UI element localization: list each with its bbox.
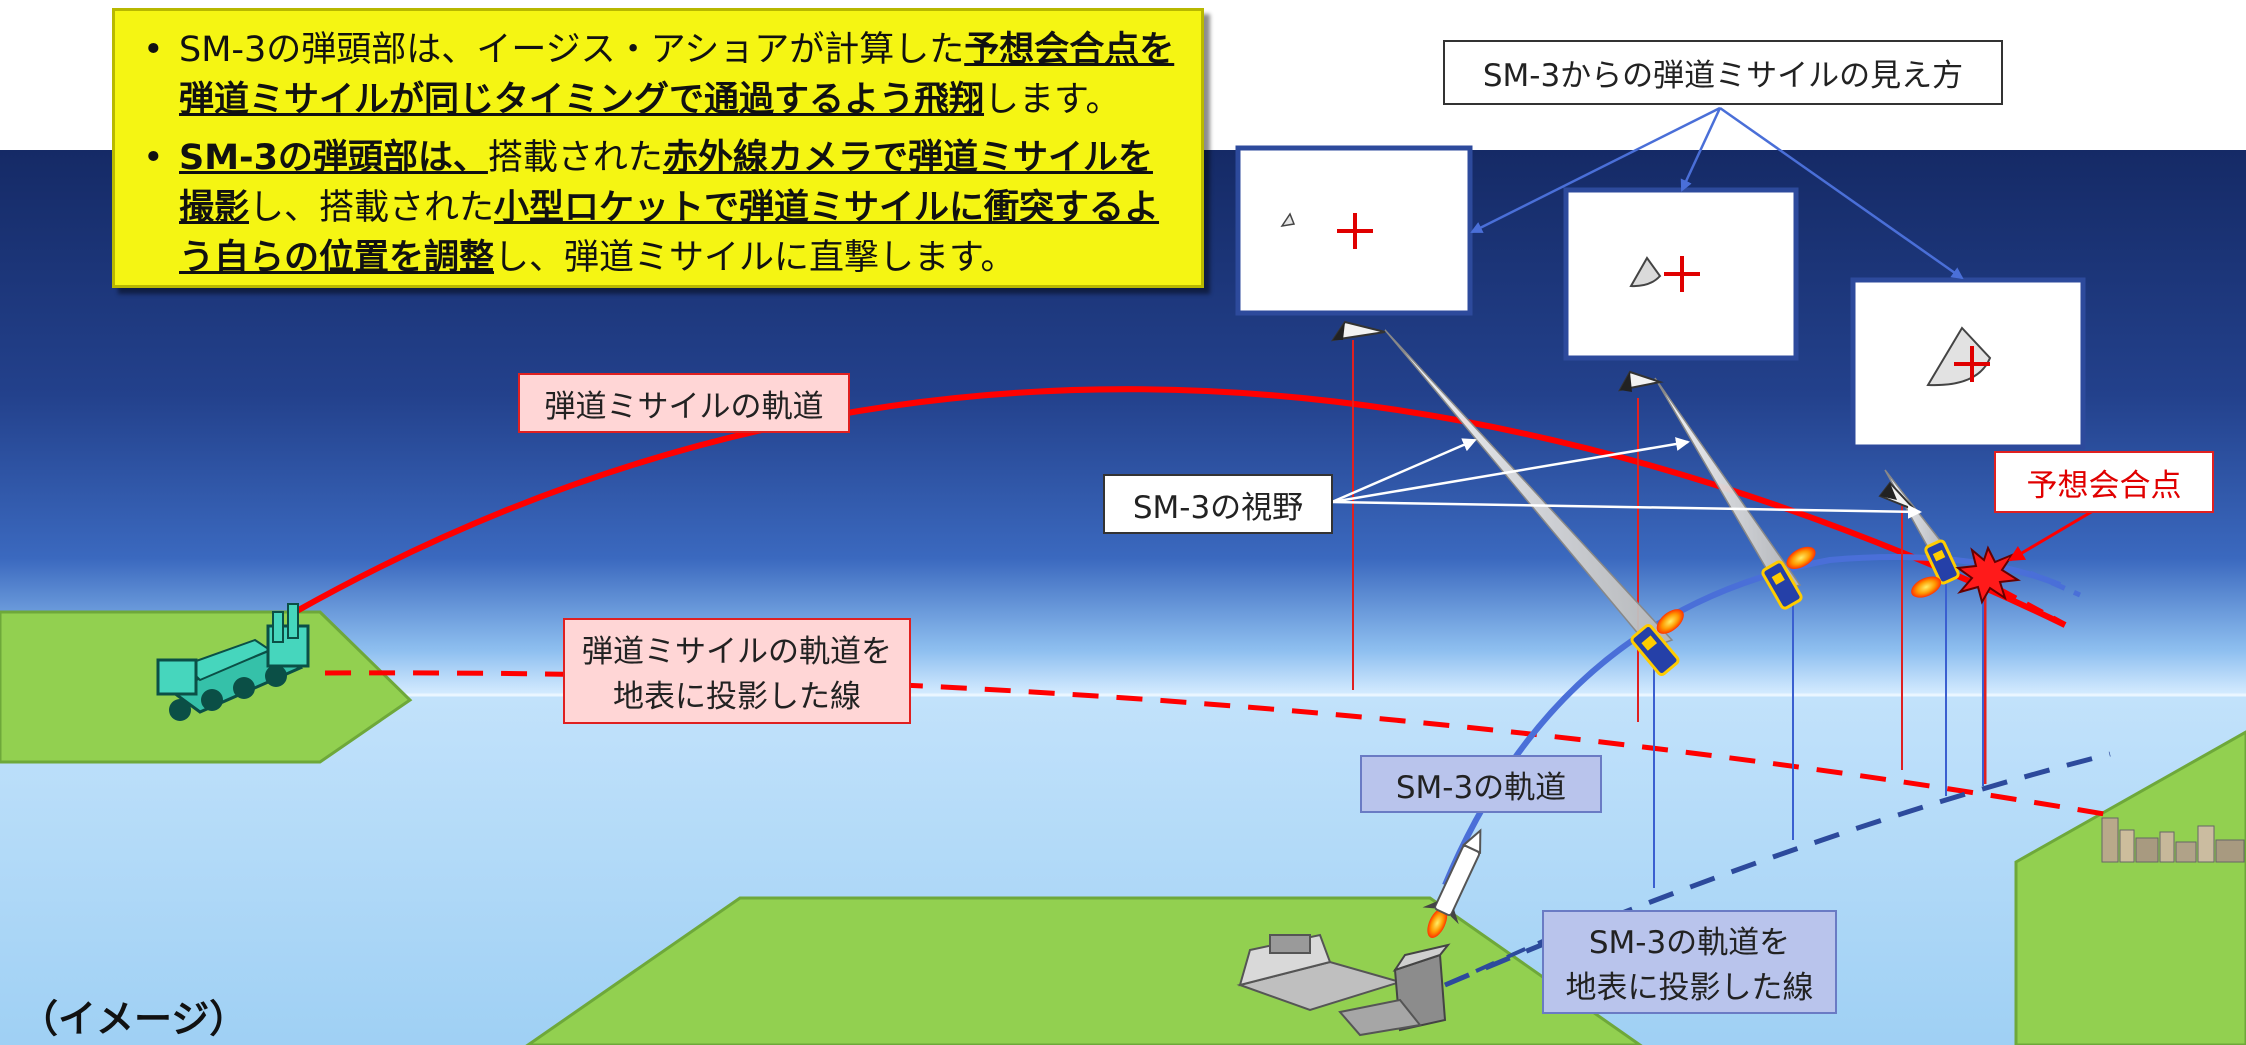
city-skyline-icon — [2101, 817, 2245, 863]
callout-segment: します。 — [984, 80, 1121, 120]
callout-bullet-2: • SM-3の弾頭部は、搭載された赤外線カメラで弾道ミサイルを撮影し、搭載された小… — [137, 133, 1179, 283]
image-note: （イメージ） — [20, 997, 248, 1041]
missile-projection-line-2: 地表に投影した線 — [613, 679, 861, 715]
missile-projection-label: 弾道ミサイルの軌道を 地表に投影した線 — [563, 618, 911, 724]
view-title-label: SM-3からの弾道ミサイルの見え方 — [1443, 40, 2003, 105]
crosshair-icon — [1337, 213, 1373, 249]
ballistic-missile-warhead-icon — [1618, 370, 1664, 392]
sm3-projection-label: SM-3の軌道を 地表に投影した線 — [1542, 910, 1837, 1014]
sm3-fov-label: SM-3の視野 — [1103, 474, 1333, 534]
missile-trajectory — [293, 386, 2067, 628]
sm3-interceptor-icon — [1630, 609, 1684, 676]
sm3-projection-connector — [1444, 938, 1546, 987]
fov-label-arrows — [1331, 437, 1922, 519]
callout-segment: し、搭載された — [249, 188, 495, 228]
aegis-ashore-facility-icon — [1236, 933, 1451, 1037]
callout-segment: SM-3の弾頭部は、 — [179, 138, 488, 178]
callout-bullet-1-text: SM-3の弾頭部は、イージス・アショアが計算した予想会合点を弾道ミサイルが同じタ… — [179, 30, 1174, 120]
city-land — [2014, 730, 2246, 1045]
callout-segment: 小型ロケットで弾道ミサイルに衝突するよう自らの位置を調整 — [179, 188, 1160, 278]
sm3-trajectory-extension — [2028, 570, 2082, 598]
bullet-dot: • — [143, 30, 164, 70]
crosshair-icon — [1954, 346, 1990, 382]
bullet-dot: • — [143, 138, 164, 178]
sm3-projection-line-2: 地表に投影した線 — [1565, 970, 1814, 1006]
sm3-trajectory-label: SM-3の軌道 — [1360, 755, 1602, 813]
sm3-interceptor-icon — [1911, 539, 1960, 598]
callout-segment: 搭載された — [487, 138, 663, 178]
crosshair-icon — [1664, 256, 1700, 292]
explosion-icon — [1955, 545, 2021, 605]
sm3-interceptor-icon — [1761, 546, 1816, 610]
missile-projection-line-1: 弾道ミサイルの軌道を — [582, 634, 892, 670]
intercept-point-label: 予想会合点 — [1994, 451, 2214, 513]
sm3-projection-line-1: SM-3の軌道を — [1588, 925, 1791, 961]
view-title-arrows — [1470, 106, 1964, 280]
missile-trajectory-label: 弾道ミサイルの軌道 — [518, 373, 850, 433]
warhead-view-icon — [1926, 326, 1992, 387]
callout-segment: SM-3の弾頭部は、イージス・アショアが計算した — [179, 30, 965, 70]
ballistic-missile-warhead-icon — [1330, 320, 1386, 342]
explanation-callout: • SM-3の弾頭部は、イージス・アショアが計算した予想会合点を弾道ミサイルが同じ… — [112, 8, 1204, 288]
missile-trajectory-extension — [1998, 587, 2067, 628]
intercept-arrow — [2008, 506, 2099, 562]
drop-lines — [1352, 340, 1987, 888]
sm3-missile-icon — [1422, 828, 1482, 938]
warhead-view-icon — [1629, 256, 1662, 288]
ballistic-missile-warhead-icon — [1878, 481, 1916, 511]
callout-segment: 予想会合点を弾道ミサイルが同じタイミングで通過するよう飛翔 — [179, 30, 1175, 120]
callout-segment: し、弾道ミサイルに直撃します。 — [494, 238, 1016, 278]
warhead-view-icon — [1280, 212, 1296, 228]
launcher-truck-icon — [156, 603, 310, 721]
callout-segment: 赤外線カメラで弾道ミサイルを撮影 — [179, 138, 1153, 228]
callout-bullet-2-text: SM-3の弾頭部は、搭載された赤外線カメラで弾道ミサイルを撮影し、搭載された小型… — [179, 138, 1159, 278]
callout-bullet-1: • SM-3の弾頭部は、イージス・アショアが計算した予想会合点を弾道ミサイルが同じ… — [137, 25, 1179, 125]
